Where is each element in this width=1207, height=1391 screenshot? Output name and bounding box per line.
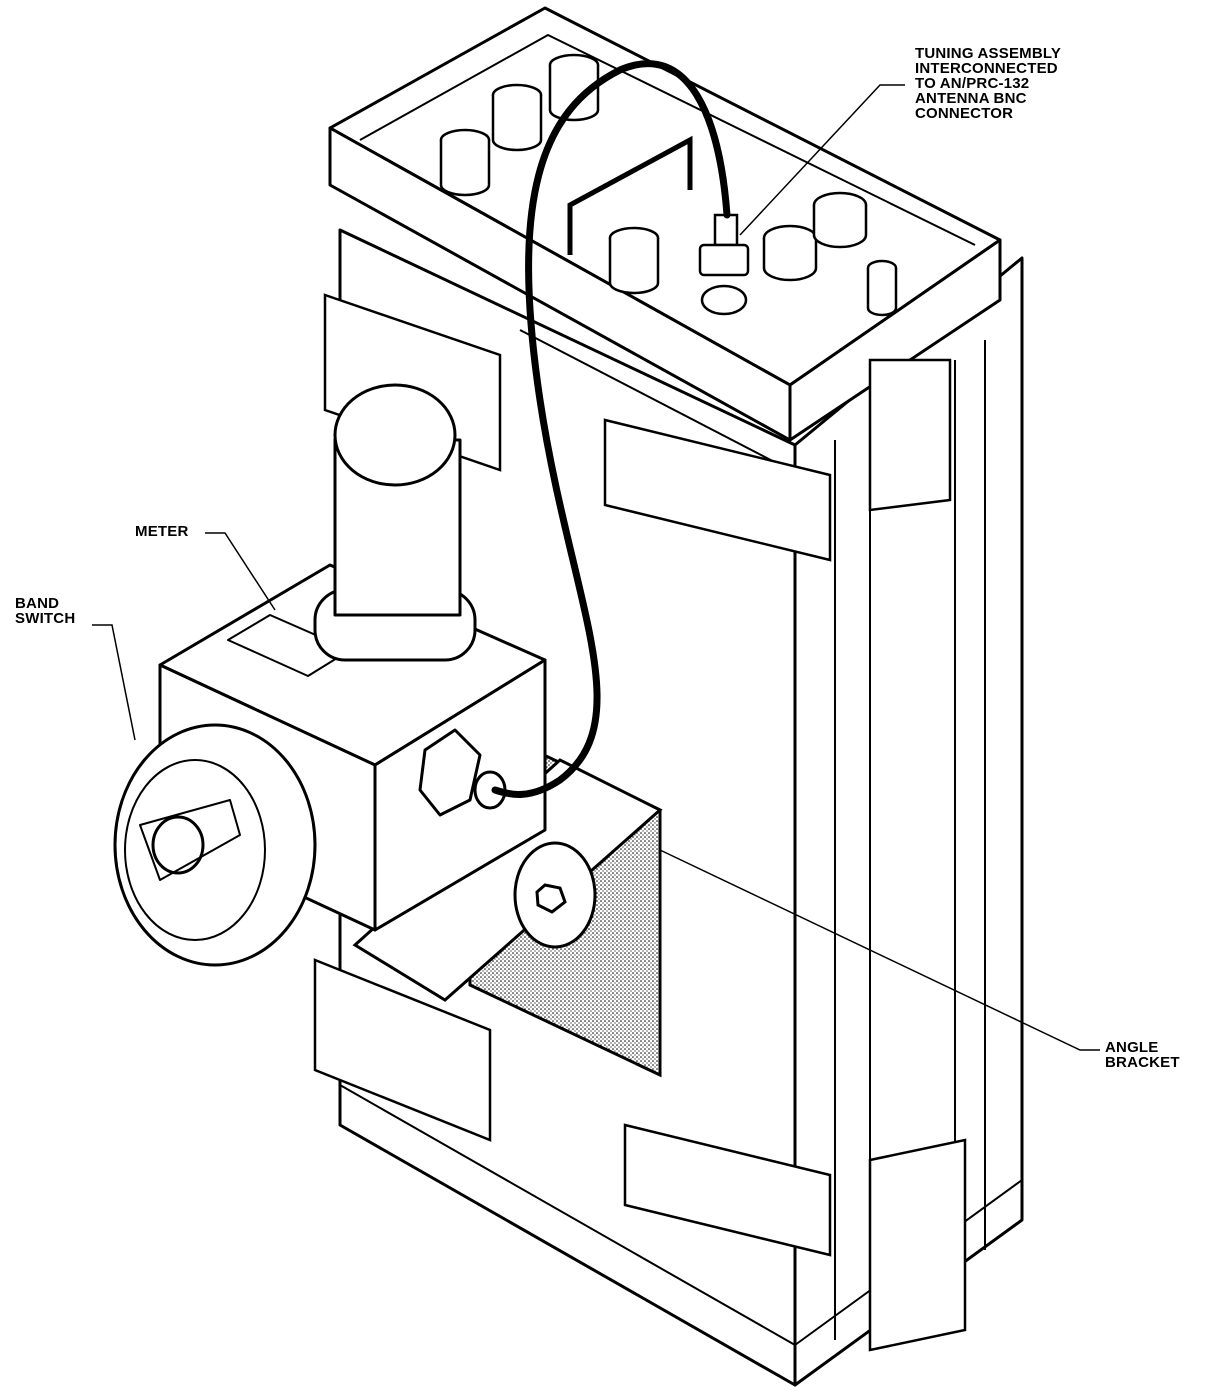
band-switch-label-line-2: SWITCH — [15, 610, 76, 627]
lid-knobs — [439, 53, 898, 317]
tuning-assembly-label-line-1: TUNING ASSEMBLY — [915, 45, 1062, 62]
band-switch-label-line-1: BAND — [15, 595, 60, 612]
tuning-assembly-callout: TUNING ASSEMBLY INTERCONNECTED TO AN/PRC… — [915, 46, 1061, 121]
tuning-assembly — [113, 383, 547, 967]
angle-bracket-leader — [659, 849, 1100, 1051]
meter-leader — [205, 532, 276, 611]
angle-bracket-label-line-2: BRACKET — [1105, 1054, 1180, 1071]
tuning-assembly-label-line-3: TO AN/PRC-132 — [915, 75, 1030, 92]
band-switch-callout: BAND SWITCH — [15, 596, 75, 626]
angle-bracket-label-line-1: ANGLE — [1105, 1039, 1159, 1056]
case-straps — [313, 293, 967, 1352]
band-switch-leader — [92, 624, 136, 741]
antenna-cable — [491, 60, 731, 798]
tuning-assembly-label-line-4: ANTENNA BNC — [915, 90, 1027, 107]
angle-bracket-callout: ANGLE BRACKET — [1105, 1040, 1180, 1070]
bnc-connector — [698, 213, 750, 316]
tuning-assembly-label-line-2: INTERCONNECTED — [915, 60, 1058, 77]
tuning-assembly-label-line-5: CONNECTOR — [915, 105, 1014, 122]
leader-lines — [92, 84, 1100, 1051]
meter-callout: METER — [135, 524, 189, 539]
meter-label: METER — [135, 523, 189, 540]
tuning-assembly-leader — [739, 84, 905, 236]
